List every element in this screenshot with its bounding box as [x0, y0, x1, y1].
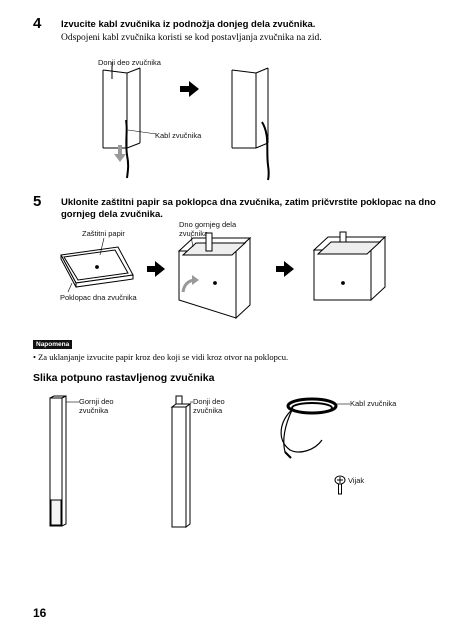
step-4-body: Odspojeni kabl zvučnika koristi se kod p…	[61, 33, 322, 43]
note-badge: Napomena	[33, 340, 73, 349]
bottom-cover-with-paper	[60, 246, 134, 288]
lower-speaker-part-right	[231, 67, 269, 149]
leader-paper	[99, 237, 105, 256]
label-speaker-cable-2: Kabl zvučnika	[350, 399, 397, 408]
label-upper-line1: Gornji deo	[79, 397, 114, 406]
arrow-curved-icon-head	[192, 275, 199, 285]
upper-speaker-bottom-mid	[177, 232, 252, 320]
arrow-right-icon	[180, 81, 199, 97]
step-5-title-line1: Uklonite zaštitni papir sa poklopca dna …	[61, 197, 436, 208]
step-4-number: 4	[33, 15, 42, 32]
label-leader-cable	[127, 129, 157, 135]
section-title: Slika potpuno rastavljenog zvučnika	[33, 372, 215, 384]
arrow-right-icon	[276, 261, 294, 277]
label-speaker-cable: Kabl zvučnika	[155, 131, 202, 140]
arrow-right-icon	[147, 261, 165, 277]
step-4-illustration	[102, 62, 270, 181]
label-protective-paper: Zaštitni papir	[82, 229, 125, 238]
label-upper-line2: zvučnika	[79, 406, 109, 415]
upper-speaker-part	[49, 395, 67, 527]
label-bottom-line2: zvučnika	[179, 229, 209, 238]
speaker-cable-right	[261, 121, 270, 181]
label-bottom-cover: Poklopac dna zvučnika	[60, 293, 137, 302]
note-text: • Za uklanjanje izvucite papir kroz deo …	[33, 352, 289, 362]
lower-speaker-part	[170, 395, 192, 528]
step-4-title: Izvucite kabl zvučnika iz podnožja donje…	[61, 19, 316, 30]
label-bottom-line1: Dno gornjeg dela	[179, 220, 237, 229]
page-number: 16	[33, 606, 47, 620]
speaker-cable-left	[125, 119, 130, 179]
step-5-title-line2: gornjeg dela zvučnika.	[61, 209, 163, 220]
leader-bottom	[190, 235, 194, 248]
upper-speaker-bottom-assembled	[312, 231, 387, 302]
step-5-number: 5	[33, 193, 42, 210]
label-lower-line2: zvučnika	[193, 406, 223, 415]
speaker-cable-coil	[280, 397, 338, 459]
label-screw: Vijak	[348, 476, 365, 485]
leader-cover	[67, 282, 73, 293]
step-5-illustration	[60, 231, 387, 320]
screw-icon	[334, 475, 346, 495]
arrow-down-icon	[114, 145, 126, 162]
label-lower-part: Donji deo zvučnika	[98, 58, 161, 67]
label-lower-line1: Donji deo	[193, 397, 225, 406]
